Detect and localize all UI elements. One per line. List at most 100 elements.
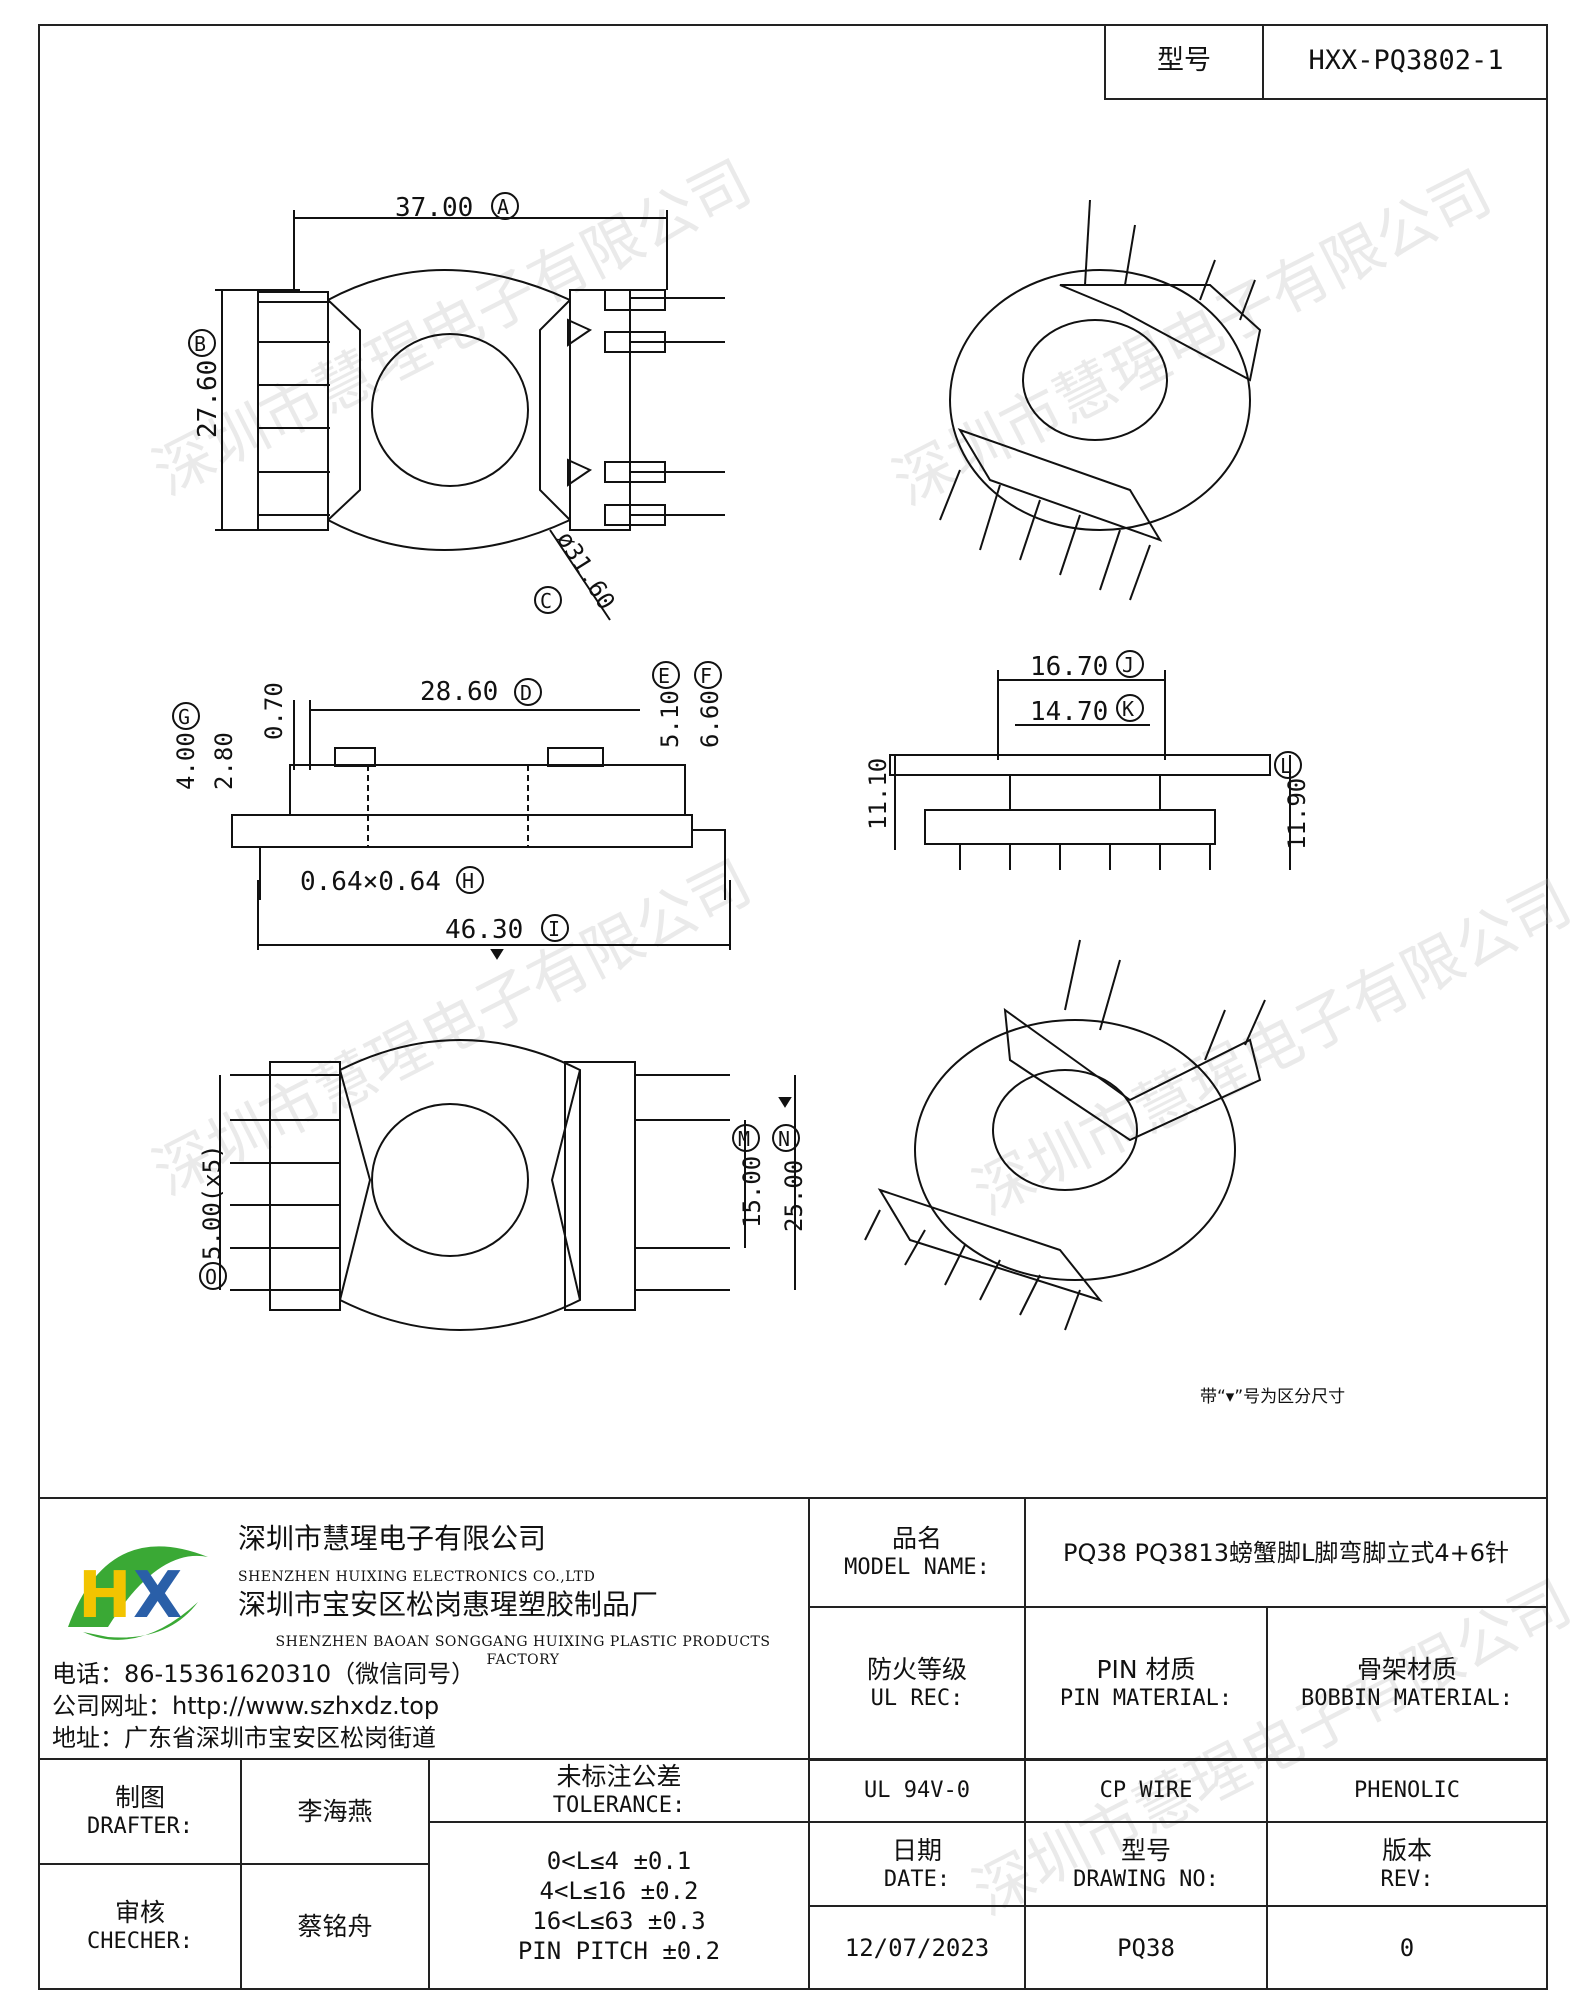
technical-drawing: 37.00 A 27.60 B [172,192,1345,1407]
bobbin-en: BOBBIN MATERIAL: [1301,1686,1513,1712]
dim-g: 4.00 [172,732,200,790]
pin-value-cell: CP WIRE [1024,1758,1268,1823]
isometric-view-top [939,199,1262,601]
company-info: H X 深圳市慧瑆电子有限公司 SHENZHEN HUIXING ELECTRO… [38,1497,810,1760]
dim-h: 0.64×0.64 [300,867,441,897]
rev-label: 版本 REV: [1266,1821,1548,1907]
tolerance-line: 16<L≤63 ±0.3 [532,1906,706,1935]
drafter-cn: 制图 [114,1783,165,1813]
company-logo: H X [68,1546,208,1640]
tolerance-label: 未标注公差 TOLERANCE: [428,1758,810,1823]
label-l: L [1280,754,1292,778]
label-d: D [520,681,532,705]
date-label: 日期 DATE: [808,1821,1026,1907]
label-k: K [1122,697,1134,721]
checker-label: 审核 CHECHER: [38,1863,242,1990]
date-cn: 日期 [891,1835,942,1865]
dim-e: 5.10 [656,690,684,748]
company-website: 公司网址：http://www.szhxdz.top [52,1692,440,1720]
checker-name-cell: 蔡铭舟 [240,1863,430,1990]
factory-name-cn: 深圳市宝安区松岗惠瑆塑胶制品厂 [238,1588,659,1621]
label-o: O [205,1265,217,1289]
tolerance-line: 4<L≤16 ±0.2 [539,1876,699,1905]
drafter-label: 制图 DRAFTER: [38,1758,242,1865]
model-number-box: 型号 HXX-PQ3802-1 [1104,24,1548,100]
tolerance-line: PIN PITCH ±0.2 [517,1936,721,1965]
label-e: E [658,664,670,688]
dim-d2: 0.70 [260,682,288,740]
rev-value: 0 [1399,1933,1415,1962]
drawing-no-value: PQ38 [1117,1933,1175,1962]
dim-j: 16.70 [1030,652,1108,682]
tolerance-list: 0<L≤4 ±0.1 4<L≤16 ±0.2 16<L≤63 ±0.3 PIN … [428,1821,810,1990]
svg-text:H: H [78,1559,132,1633]
company-name-en: SHENZHEN HUIXING ELECTRONICS CO.,LTD [238,1569,596,1585]
dim-f: 6.60 [696,690,724,748]
drawing-cn: 型号 [1120,1835,1171,1865]
ul-value-cell: UL 94V-0 [808,1758,1026,1823]
bobbin-material-label: 骨架材质 BOBBIN MATERIAL: [1266,1606,1548,1761]
drafter-en: DRAFTER: [87,1814,193,1840]
date-value-cell: 12/07/2023 [808,1905,1026,1990]
dimension-note: 带“▾”号为区分尺寸 [1200,1387,1345,1407]
dim-m: 15.00 [738,1156,766,1228]
title-block: H X 深圳市慧瑆电子有限公司 SHENZHEN HUIXING ELECTRO… [38,1497,1548,1990]
label-g: G [178,705,190,729]
ul-cn: 防火等级 [866,1655,967,1685]
model-name-value: PQ38 PQ3813螃蟹脚L脚弯脚立式4+6针 [1063,1538,1509,1567]
dim-g2: 2.80 [210,732,238,790]
company-name-cn: 深圳市慧瑆电子有限公司 [238,1522,547,1555]
company-phone: 电话：86-15361620310（微信同号） [52,1660,476,1688]
drawing-en: DRAWING NO: [1073,1866,1219,1892]
drawing-no-label: 型号 DRAWING NO: [1024,1821,1268,1907]
pin-cn: PIN 材质 [1096,1655,1196,1685]
dim-o: 5.00(x5) [198,1144,226,1260]
pin-material-label: PIN 材质 PIN MATERIAL: [1024,1606,1268,1761]
label-n: N [778,1127,790,1151]
model-name-cn: 品名 [891,1524,942,1554]
drafter-name-cell: 李海燕 [240,1758,430,1865]
label-h: H [462,869,474,893]
drafter-name: 李海燕 [297,1796,373,1826]
model-value: HXX-PQ3802-1 [1308,45,1504,77]
dim-b: 27.60 [193,360,223,438]
model-name-value-cell: PQ38 PQ3813螃蟹脚L脚弯脚立式4+6针 [1024,1497,1548,1608]
pin-en: PIN MATERIAL: [1059,1686,1233,1712]
label-m: M [738,1127,750,1151]
company-address: 地址：广东省深圳市宝安区松岗街道 [52,1724,436,1752]
isometric-view-bottom [864,939,1266,1331]
label-i: I [548,917,560,941]
dim-l: 11.90 [1283,778,1311,850]
dim-l2: 11.10 [864,758,892,830]
dim-k: 14.70 [1030,697,1108,727]
top-view: 37.00 A 27.60 B [188,192,725,621]
drawing-no-value-cell: PQ38 [1024,1905,1268,1990]
model-label: 型号 [1106,24,1264,98]
front-view: 16.70 J 14.70 K 11.10 11.90 L [864,650,1311,870]
pin-value: CP WIRE [1099,1777,1193,1803]
date-value: 12/07/2023 [844,1933,990,1962]
svg-text:X: X [133,1559,182,1633]
date-en: DATE: [883,1866,951,1892]
tolerance-line: 0<L≤4 ±0.1 [546,1846,692,1875]
checker-cn: 审核 [114,1898,165,1928]
tolerance-cn: 未标注公差 [556,1762,682,1792]
side-view: 28.60 D 0.70 5.10 6.60 E F 4.00 2.80 G 0… [172,661,731,960]
dim-a: 37.00 [395,193,473,223]
tolerance-en: TOLERANCE: [552,1793,686,1819]
label-b: B [194,332,206,356]
bobbin-value: PHENOLIC [1354,1777,1460,1803]
label-f: F [700,664,712,688]
model-name-label: 品名 MODEL NAME: [808,1497,1026,1608]
checker-en: CHECHER: [87,1929,193,1955]
bottom-view: 5.00(x5) O 15.00 25.00 M N [198,1039,808,1331]
ul-en: UL REC: [870,1686,964,1712]
bobbin-cn: 骨架材质 [1356,1655,1457,1685]
ul-rec-label: 防火等级 UL REC: [808,1606,1026,1761]
dim-d: 28.60 [420,677,498,707]
model-name-en: MODEL NAME: [844,1555,990,1581]
rev-en: REV: [1380,1866,1434,1892]
checker-name: 蔡铭舟 [297,1911,373,1941]
factory-name-en: SHENZHEN BAOAN SONGGANG HUIXING PLASTIC … [275,1634,771,1668]
dim-n: 25.00 [780,1160,808,1232]
